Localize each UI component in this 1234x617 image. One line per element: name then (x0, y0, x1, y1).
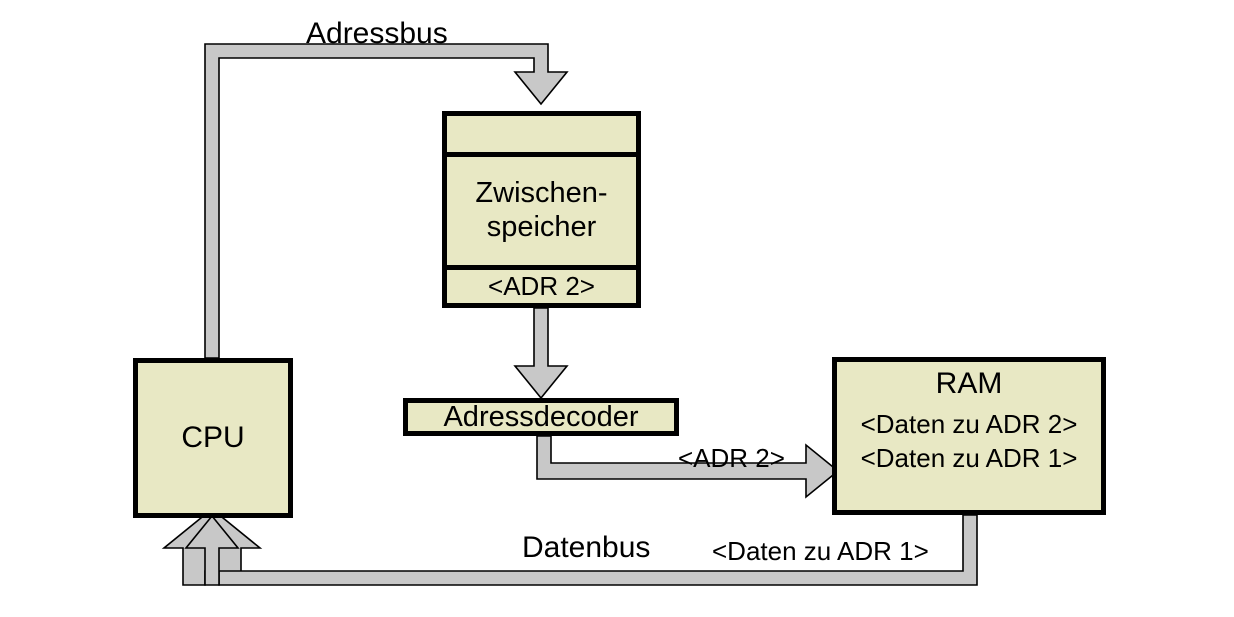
ram-cell-adr2: <Daten zu ADR 2> (860, 409, 1078, 439)
decoder-to-ram-label: <ADR 2> (678, 443, 785, 473)
latch-empty-slot (447, 116, 636, 157)
ram-cell-adr1: <Daten zu ADR 1> (860, 442, 1078, 473)
node-adressdecoder[interactable]: Adressdecoder (403, 398, 679, 436)
decoder-to-ram-arrow (536, 435, 840, 499)
ram-title: RAM (935, 367, 1003, 400)
address-bus-label: Adressbus (306, 17, 448, 50)
node-ram[interactable]: RAM <Daten zu ADR 2> <Daten zu ADR 1> (832, 357, 1106, 515)
latch-value-slot: <ADR 2> (447, 270, 636, 303)
data-bus-cpu-arrowhead (184, 514, 240, 586)
node-zwischenspeicher[interactable]: Zwischen- speicher <ADR 2> (442, 111, 641, 308)
latch-title: Zwischen- speicher (447, 157, 636, 270)
cpu-label: CPU (181, 421, 245, 454)
latch-value: <ADR 2> (488, 271, 595, 301)
address-bus-path (204, 43, 569, 359)
node-cpu[interactable]: CPU (133, 358, 293, 518)
adressdecoder-label: Adressdecoder (443, 400, 639, 433)
latch-to-decoder-arrow (513, 307, 569, 400)
data-bus-payload-label: <Daten zu ADR 1> (712, 536, 929, 566)
latch-title-line2: speicher (486, 211, 597, 243)
latch-title-line1: Zwischen- (475, 177, 608, 210)
data-bus-label: Datenbus (522, 531, 651, 564)
